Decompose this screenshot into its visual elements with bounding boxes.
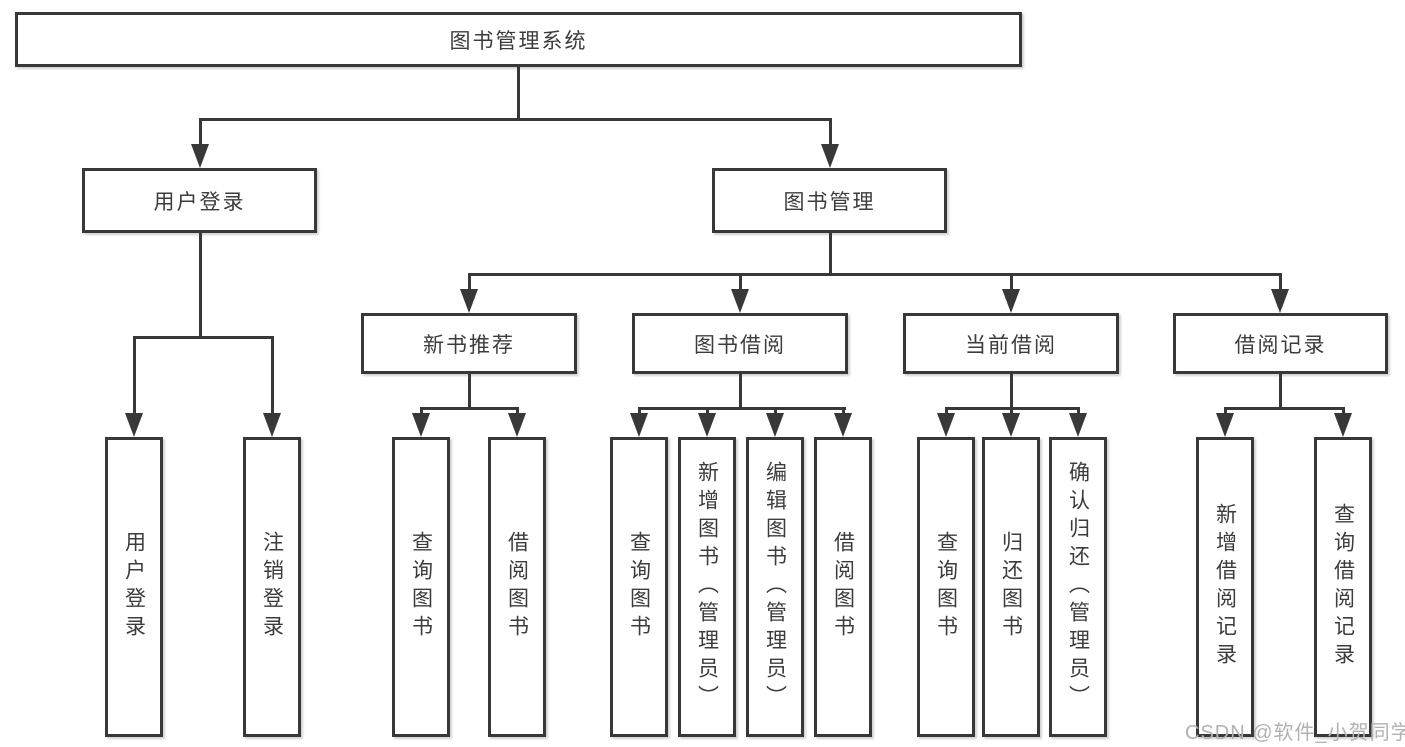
arrowhead-leaf-add-record-icon — [1216, 413, 1234, 437]
node-borrow-record: 借阅记录 — [1173, 313, 1388, 374]
connector-to-current-borrow — [1010, 273, 1013, 293]
connector-to-new-book-recommend — [468, 273, 471, 293]
connector-to-leaf-query-current — [945, 407, 948, 417]
connector-to-user-login — [199, 118, 202, 148]
arrowhead-book-management-icon — [821, 144, 839, 168]
leaf-logout: 注销登录 — [243, 437, 301, 737]
connector-to-leaf-confirm-return — [1077, 407, 1080, 417]
connector-to-borrow-record — [1279, 273, 1282, 293]
connector-to-leaf-query-borrow — [638, 407, 641, 417]
arrowhead-leaf-confirm-return-icon — [1069, 413, 1087, 437]
arrowhead-leaf-user-login-icon — [125, 413, 143, 437]
node-new-book-recommend: 新书推荐 — [361, 313, 577, 374]
arrowhead-current-borrow-icon — [1002, 289, 1020, 313]
connector-book-borrow-trunk — [739, 373, 742, 410]
arrowhead-borrow-record-icon — [1271, 289, 1289, 313]
arrowhead-leaf-query-borrow-icon — [630, 413, 648, 437]
leaf-borrow-books: 借阅图书 — [814, 437, 872, 737]
leaf-add-borrow-record: 新增借阅记录 — [1196, 437, 1254, 737]
connector-level3-crossbar — [468, 273, 1282, 276]
leaf-query-books-borrow: 查询图书 — [610, 437, 668, 737]
connector-to-leaf-user-login — [133, 336, 136, 417]
leaf-user-login: 用户登录 — [105, 437, 163, 737]
leaf-query-borrow-record: 查询借阅记录 — [1314, 437, 1372, 737]
node-user-login: 用户登录 — [82, 168, 317, 233]
leaf-query-books-recommend: 查询图书 — [392, 437, 450, 737]
arrowhead-user-login-icon — [191, 144, 209, 168]
connector-book-borrow-crossbar — [638, 407, 846, 410]
arrowhead-leaf-query-record-icon — [1334, 413, 1352, 437]
node-book-borrow: 图书借阅 — [632, 313, 848, 374]
leaf-add-books-admin: 新增图书（管理员） — [678, 437, 736, 737]
leaf-query-books-current: 查询图书 — [917, 437, 975, 737]
csdn-watermark: CSDN @软件_小贺同学 — [1185, 722, 1405, 744]
arrowhead-leaf-add-books-icon — [698, 413, 716, 437]
arrowhead-book-borrow-icon — [731, 289, 749, 313]
connector-new-book-trunk — [468, 373, 471, 410]
connector-to-leaf-query-recommend — [420, 407, 423, 417]
connector-to-leaf-edit-books — [774, 407, 777, 417]
connector-borrow-record-trunk — [1279, 373, 1282, 410]
arrowhead-leaf-query-recommend-icon — [412, 413, 430, 437]
connector-user-login-crossbar — [133, 336, 274, 339]
connector-to-leaf-borrow-books — [842, 407, 845, 417]
node-book-management: 图书管理 — [712, 168, 947, 233]
connector-to-book-borrow — [739, 273, 742, 293]
connector-to-leaf-query-record — [1342, 407, 1345, 417]
arrowhead-leaf-logout-icon — [263, 413, 281, 437]
node-current-borrow: 当前借阅 — [903, 313, 1119, 374]
arrowhead-leaf-query-current-icon — [937, 413, 955, 437]
arrowhead-leaf-borrow-books-icon — [834, 413, 852, 437]
connector-root-trunk — [517, 67, 520, 121]
connector-to-leaf-add-books — [706, 407, 709, 417]
arrowhead-new-book-recommend-icon — [460, 289, 478, 313]
leaf-borrow-books-recommend: 借阅图书 — [488, 437, 546, 737]
leaf-confirm-return-admin: 确认归还（管理员） — [1049, 437, 1107, 737]
connector-book-management-trunk — [829, 233, 832, 276]
node-root-library-system: 图书管理系统 — [15, 12, 1022, 67]
connector-to-leaf-borrow-recommend — [516, 407, 519, 417]
arrowhead-leaf-edit-books-icon — [766, 413, 784, 437]
leaf-return-books: 归还图书 — [982, 437, 1040, 737]
connector-user-login-trunk — [199, 233, 202, 339]
connector-root-crossbar — [199, 118, 832, 121]
arrowhead-leaf-borrow-recommend-icon — [508, 413, 526, 437]
connector-to-leaf-add-record — [1224, 407, 1227, 417]
connector-to-book-management — [829, 118, 832, 148]
connector-new-book-crossbar — [420, 407, 519, 410]
connector-current-borrow-trunk — [1010, 373, 1013, 410]
connector-to-leaf-logout — [271, 336, 274, 417]
leaf-edit-books-admin: 编辑图书（管理员） — [746, 437, 804, 737]
connector-to-leaf-return-books — [1010, 407, 1013, 417]
connector-borrow-record-crossbar — [1224, 407, 1345, 410]
arrowhead-leaf-return-books-icon — [1002, 413, 1020, 437]
